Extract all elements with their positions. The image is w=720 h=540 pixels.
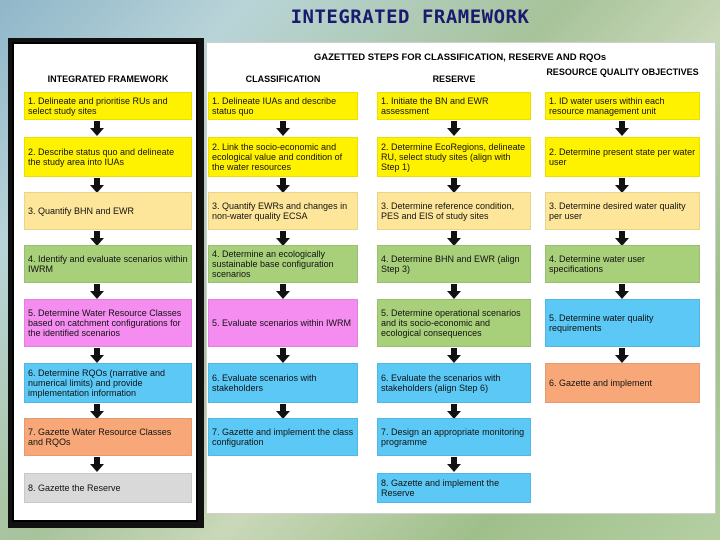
reserve-step-1: 1. Initiate the BN and EWR assessment: [377, 92, 531, 120]
classification-step-6: 6. Evaluate scenarios with stakeholders: [208, 363, 358, 403]
rqo-step-2: 2. Determine present state per water use…: [545, 137, 700, 177]
integrated-step-7: 7. Gazette Water Resource Classes and RQ…: [24, 418, 192, 456]
arrow-down-icon: [447, 457, 461, 472]
arrow-down-icon: [90, 121, 104, 136]
reserve-step-2: 2. Determine EcoRegions, delineate RU, s…: [377, 137, 531, 177]
arrow-down-icon: [276, 121, 290, 136]
arrow-down-icon: [447, 178, 461, 193]
arrow-down-icon: [276, 404, 290, 419]
arrow-down-icon: [447, 231, 461, 246]
arrow-down-icon: [90, 404, 104, 419]
arrow-down-icon: [90, 457, 104, 472]
reserve-step-4: 4. Determine BHN and EWR (align Step 3): [377, 245, 531, 283]
reserve-step-5: 5. Determine operational scenarios and i…: [377, 299, 531, 347]
arrow-down-icon: [615, 178, 629, 193]
reserve-step-6: 6. Evaluate the scenarios with stakehold…: [377, 363, 531, 403]
main-title: GAZETTED STEPS FOR CLASSIFICATION, RESER…: [313, 52, 607, 63]
rqo-step-5: 5. Determine water quality requirements: [545, 299, 700, 347]
arrow-down-icon: [276, 348, 290, 363]
arrow-down-icon: [447, 121, 461, 136]
arrow-down-icon: [90, 348, 104, 363]
arrow-down-icon: [90, 231, 104, 246]
integrated-header: INTEGRATED FRAMEWORK: [47, 74, 169, 84]
integrated-step-6: 6. Determine RQOs (narrative and numeric…: [24, 363, 192, 403]
arrow-down-icon: [90, 178, 104, 193]
classification-step-7: 7. Gazette and implement the class confi…: [208, 418, 358, 456]
rqo-step-3: 3. Determine desired water quality per u…: [545, 192, 700, 230]
rqo-step-4: 4. Determine water user specifications: [545, 245, 700, 283]
arrow-down-icon: [447, 284, 461, 299]
integrated-step-1: 1. Delineate and prioritise RUs and sele…: [24, 92, 192, 120]
arrow-down-icon: [447, 348, 461, 363]
arrow-down-icon: [615, 348, 629, 363]
classification-header: CLASSIFICATION: [245, 74, 321, 84]
classification-step-4: 4. Determine an ecologically sustainable…: [208, 245, 358, 283]
reserve-step-8: 8. Gazette and implement the Reserve: [377, 473, 531, 503]
integrated-step-2: 2. Describe status quo and delineate the…: [24, 137, 192, 177]
arrow-down-icon: [90, 284, 104, 299]
rqo-header: RESOURCE QUALITY OBJECTIVES: [546, 67, 699, 77]
arrow-down-icon: [276, 284, 290, 299]
arrow-down-icon: [615, 231, 629, 246]
integrated-step-5: 5. Determine Water Resource Classes base…: [24, 299, 192, 347]
classification-step-2: 2. Link the socio-economic and ecologica…: [208, 137, 358, 177]
slide-title: INTEGRATED FRAMEWORK: [290, 6, 530, 28]
rqo-step-6: 6. Gazette and implement: [545, 363, 700, 403]
integrated-step-8: 8. Gazette the Reserve: [24, 473, 192, 503]
classification-step-3: 3. Quantify EWRs and changes in non-wate…: [208, 192, 358, 230]
arrow-down-icon: [615, 284, 629, 299]
reserve-header: RESERVE: [432, 74, 476, 84]
reserve-step-3: 3. Determine reference condition, PES an…: [377, 192, 531, 230]
integrated-step-4: 4. Identify and evaluate scenarios withi…: [24, 245, 192, 283]
reserve-step-7: 7. Design an appropriate monitoring prog…: [377, 418, 531, 456]
classification-step-1: 1. Delineate IUAs and describe status qu…: [208, 92, 358, 120]
classification-step-5: 5. Evaluate scenarios within IWRM: [208, 299, 358, 347]
integrated-step-3: 3. Quantify BHN and EWR: [24, 192, 192, 230]
arrow-down-icon: [447, 404, 461, 419]
arrow-down-icon: [276, 231, 290, 246]
rqo-step-1: 1. ID water users within each resource m…: [545, 92, 700, 120]
arrow-down-icon: [615, 121, 629, 136]
arrow-down-icon: [276, 178, 290, 193]
